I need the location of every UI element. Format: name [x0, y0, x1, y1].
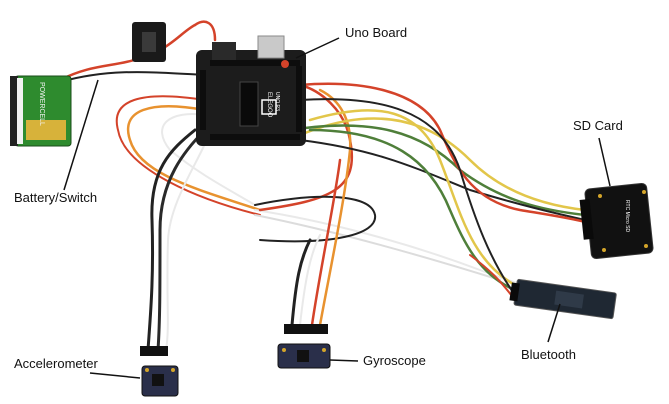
accelerometer-label: Accelerometer: [14, 356, 98, 371]
bluetooth-module: [509, 278, 617, 320]
gyro-wire-red: [310, 158, 342, 327]
battery-brand-text: POWERCELL: [38, 82, 45, 126]
gyro-wire-black: [290, 238, 312, 327]
gyroscope-leader: [329, 359, 359, 362]
battery-switch-leader: [63, 79, 99, 191]
gyro-wire-white: [299, 234, 321, 326]
accel-wire-3: [165, 131, 211, 351]
sd-wire-yellow: [298, 117, 587, 212]
bt-wire-black: [299, 98, 516, 296]
accelerometer-module: [140, 346, 179, 397]
battery-black-wire: [59, 71, 206, 83]
switch: [132, 22, 166, 62]
sd-card-leader: [598, 137, 611, 187]
uno-board: ELEGOO UNO R3: [196, 35, 306, 146]
accel-wire-2: [156, 128, 207, 352]
gyroscope-label: Gyroscope: [363, 353, 426, 368]
left-loop-red: [115, 95, 261, 216]
board-brand-text: ELEGOO: [266, 92, 272, 118]
loom-white-2: [254, 214, 501, 281]
gyroscope-module: [277, 324, 331, 369]
uno-board-leader: [295, 37, 340, 59]
left-loop-orange: [127, 105, 262, 212]
accelerometer-leader: [89, 372, 141, 379]
left-loop-white: [161, 113, 256, 206]
sd-wire-red: [298, 82, 587, 224]
sd-card-label: SD Card: [573, 118, 623, 133]
bt-wire-green: [308, 128, 517, 292]
accel-wire-1: [146, 128, 197, 352]
wires: [58, 20, 587, 352]
uno-board-label: Uno Board: [345, 25, 408, 40]
switch-board-wire: [193, 20, 217, 42]
board-model-text: UNO R3: [274, 92, 280, 111]
bt-wire-yellow: [308, 109, 517, 287]
gyro-wire-orange: [318, 88, 352, 327]
leader-lines: [63, 37, 611, 379]
battery-switch-label: Battery/Switch: [14, 190, 98, 205]
battery: POWERCELL: [10, 75, 72, 147]
bluetooth-label: Bluetooth: [521, 347, 576, 362]
sd-card-module: RTC Micro SD: [579, 182, 654, 260]
sd-module-text: RTC Micro SD: [624, 200, 630, 233]
bluetooth-leader: [547, 303, 561, 343]
